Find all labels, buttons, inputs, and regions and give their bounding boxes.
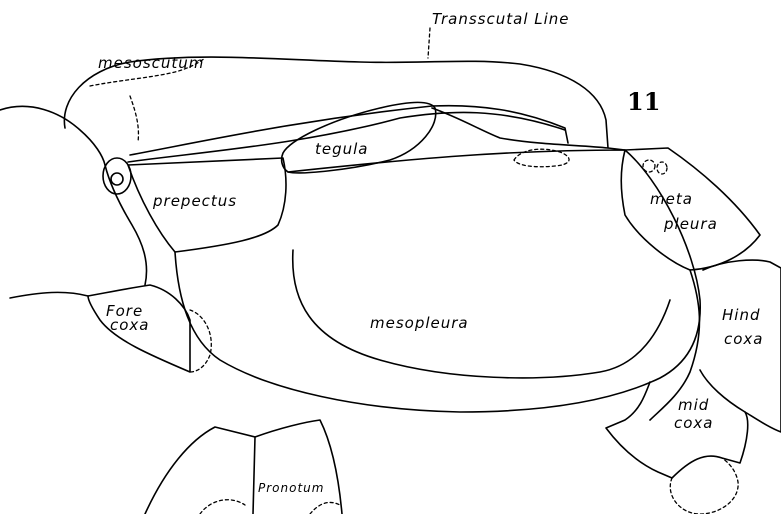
label-mid-coxa-line2: coxa bbox=[674, 414, 714, 432]
transscutal-pointer bbox=[428, 28, 430, 58]
scutellar-strap bbox=[432, 108, 625, 150]
pronotum-dashed-right bbox=[310, 502, 340, 514]
label-mesoscutum: mesoscutum bbox=[98, 54, 204, 72]
label-metapleura-line2: pleura bbox=[663, 215, 718, 233]
label-transscutal-line: Transscutal Line bbox=[432, 10, 570, 28]
pronotum-suture bbox=[253, 437, 255, 514]
label-hind-coxa-line2: coxa bbox=[724, 330, 764, 348]
head-lower-outline bbox=[10, 292, 88, 298]
spiracle-center bbox=[111, 173, 123, 185]
spiracle-ring bbox=[103, 158, 131, 194]
label-prepectus: prepectus bbox=[152, 192, 237, 210]
label-metapleura-line1: meta bbox=[650, 190, 693, 208]
pronotum-dashed-left bbox=[200, 500, 245, 514]
metapleural-pit-right bbox=[657, 162, 667, 174]
tegula-outline bbox=[282, 102, 436, 172]
head-outline bbox=[0, 106, 105, 165]
mid-coxa-socket bbox=[670, 458, 738, 514]
label-hind-coxa-line1: Hind bbox=[722, 306, 760, 324]
label-mid-coxa-line1: mid bbox=[678, 396, 709, 414]
figure-number: 11 bbox=[627, 87, 660, 116]
pronotal-lobe bbox=[105, 165, 147, 285]
label-pronotum: Pronotum bbox=[258, 481, 324, 495]
scutal-suture-lower bbox=[130, 96, 138, 142]
pronotum-outline bbox=[145, 420, 342, 514]
label-mesopleura: mesopleura bbox=[370, 314, 469, 332]
label-fore-coxa-line2: coxa bbox=[110, 316, 150, 334]
mesopleural-groove bbox=[293, 250, 670, 378]
label-tegula: tegula bbox=[315, 140, 369, 158]
